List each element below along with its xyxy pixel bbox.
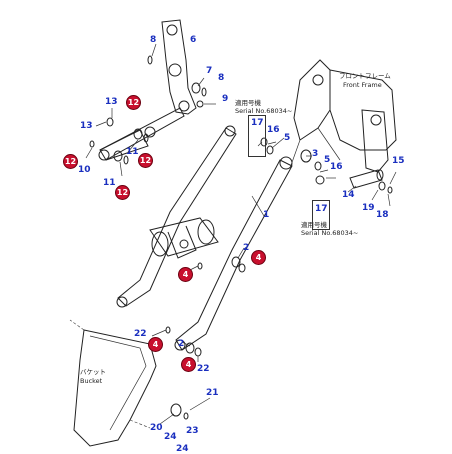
badge-part-12: 12 <box>63 154 78 169</box>
callout-part-2: 2 <box>178 339 185 349</box>
cross-tube <box>149 217 219 259</box>
callout-part-6: 6 <box>190 35 197 45</box>
lift-arm-right <box>174 156 293 351</box>
front-frame <box>289 59 397 173</box>
callout-part-13: 13 <box>105 97 118 107</box>
badge-part-12: 12 <box>115 185 130 200</box>
callout-part-8: 8 <box>150 35 157 45</box>
callout-part-8: 8 <box>218 73 225 83</box>
callout-part-5: 5 <box>324 155 331 165</box>
bucket-label-jp: バケット <box>80 368 106 376</box>
callout-part-24: 24 <box>176 444 189 454</box>
applicability-note-2: 適用号機 <box>301 221 327 229</box>
callout-part-11: 11 <box>103 178 116 188</box>
callout-part-18: 18 <box>376 210 389 220</box>
bucket-label-en: Bucket <box>80 377 103 385</box>
callout-part-16: 16 <box>267 125 280 135</box>
callout-part-13: 13 <box>80 121 93 131</box>
badge-part-4: 4 <box>148 337 163 352</box>
callout-part-24: 24 <box>164 432 177 442</box>
callout-part-1: 1 <box>263 210 270 220</box>
badge-part-4: 4 <box>178 267 193 282</box>
badge-part-4: 4 <box>181 357 196 372</box>
callout-part-10: 10 <box>78 165 91 175</box>
front-frame-label-en: Front Frame <box>343 81 382 89</box>
serial-callout-box-1 <box>248 115 266 157</box>
serial-note-2: Serial No.68034~ <box>301 229 359 237</box>
lift-arm-left <box>116 125 237 308</box>
frame-pin <box>349 169 384 189</box>
badge-part-12: 12 <box>138 153 153 168</box>
bucket <box>69 319 157 447</box>
front-frame-label-jp: フロントフレーム <box>339 72 391 80</box>
callout-part-7: 7 <box>206 66 213 76</box>
callout-part-5: 5 <box>284 133 291 143</box>
bell-crank <box>161 19 197 115</box>
callout-part-19: 19 <box>362 203 375 213</box>
badge-part-12: 12 <box>126 95 141 110</box>
serial-callout-box-2 <box>312 200 330 230</box>
callout-part-3: 3 <box>312 149 319 159</box>
callout-part-9: 9 <box>222 94 229 104</box>
callout-part-16: 16 <box>330 162 343 172</box>
callout-part-11: 11 <box>126 147 139 157</box>
callout-part-14: 14 <box>342 190 355 200</box>
callout-part-15: 15 <box>392 156 405 166</box>
callout-part-17: 17 <box>315 204 328 214</box>
badge-part-4: 4 <box>251 250 266 265</box>
callout-part-21: 21 <box>206 388 219 398</box>
callout-part-23: 23 <box>186 426 199 436</box>
callout-part-22: 22 <box>197 364 210 374</box>
callout-part-22: 22 <box>134 329 147 339</box>
hardware <box>89 55 393 420</box>
applicability-note-1: 適用号機 <box>235 99 261 107</box>
callout-part-2: 2 <box>243 243 250 253</box>
callout-part-20: 20 <box>150 423 163 433</box>
callout-part-17: 17 <box>251 118 264 128</box>
serial-note-1: Serial No.68034~ <box>235 107 293 115</box>
